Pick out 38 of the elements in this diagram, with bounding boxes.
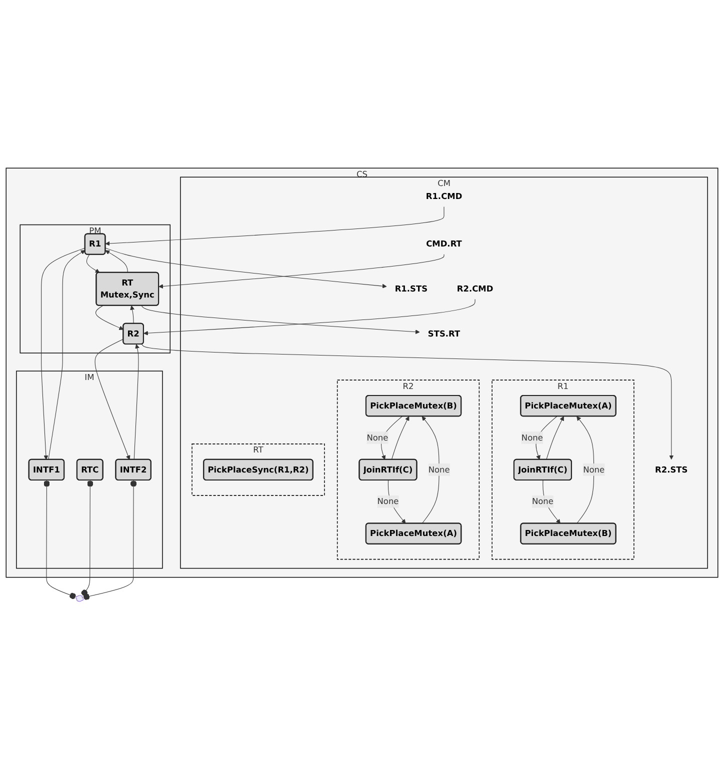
arrow (41, 247, 86, 460)
arrow (105, 247, 387, 288)
arrow (96, 305, 124, 330)
connector (44, 480, 76, 599)
edge-label: None (583, 464, 605, 474)
node-cloud (76, 594, 84, 602)
arrow (546, 416, 564, 460)
arrow (422, 416, 440, 524)
edge-label: None (532, 496, 554, 506)
arrow (380, 416, 402, 460)
arrow (105, 250, 128, 273)
edge-label: None (521, 432, 543, 442)
arrow (134, 344, 140, 460)
arrow (158, 254, 444, 288)
node-text: STS.RT (428, 328, 460, 338)
node-text: R2.CMD (456, 283, 494, 294)
edge-label: None (366, 432, 388, 442)
node-text: CMD.RT (426, 238, 462, 248)
edge-label: None (377, 496, 399, 506)
node-text: R2.STS (655, 464, 688, 474)
arrow (130, 305, 135, 324)
node-text: R1.CMD (426, 190, 462, 201)
arrow (94, 338, 130, 460)
node-text: R1.STS (394, 283, 428, 294)
arrow (48, 250, 86, 460)
arrow (536, 416, 558, 460)
arrow (576, 416, 594, 524)
arrow (391, 416, 410, 460)
arrow (141, 344, 674, 460)
connector (81, 480, 94, 596)
arrow (141, 305, 420, 334)
connector (83, 480, 137, 600)
arrow (144, 298, 476, 336)
edge-label: None (428, 464, 450, 474)
arrow (105, 206, 444, 246)
arrow (388, 480, 406, 524)
arrow (542, 480, 560, 524)
arrow (86, 254, 100, 273)
